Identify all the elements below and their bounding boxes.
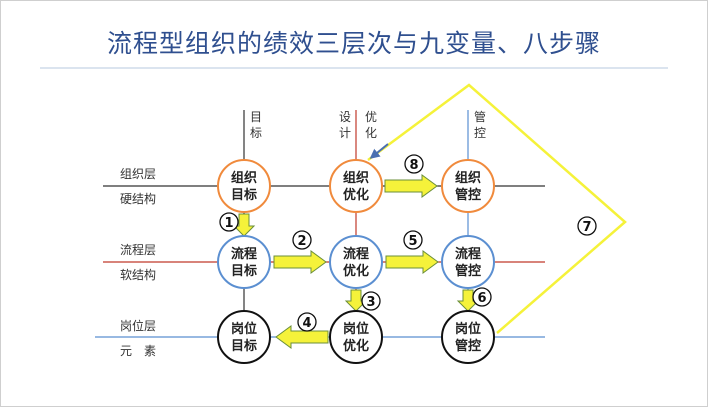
row-org-sublabel: 硬结构 [120,191,156,206]
node-job-control-line2: 管控 [455,338,481,354]
step-7-number: 7 [582,220,591,235]
step-8-arrow [384,174,438,198]
node-process-target [217,235,271,289]
node-job-optimize [329,310,383,364]
row-org-label: 组织层 [120,167,156,181]
node-process-control [441,235,495,289]
node-org-optimize-line2: 优化 [343,187,369,203]
node-job-target-line1: 岗位 [231,321,257,337]
node-process-optimize-line1: 流程 [343,246,369,262]
column-optimize-char-1: 优 [365,110,377,124]
step-5-number: 5 [408,234,417,249]
column-design-char-2: 计 [339,126,351,140]
step-3-number: 3 [366,295,375,310]
node-org-target [217,159,271,213]
step-5-arrow [385,250,439,274]
column-target-char-2: 标 [250,126,262,140]
row-process-label: 流程层 [120,242,156,257]
step-5-badge: 5 [403,230,423,250]
step-1-badge: 1 [219,212,239,232]
node-job-target [217,310,271,364]
column-design-char-1: 设 [339,110,351,124]
node-process-optimize [329,235,383,289]
column-control-char-1: 管 [474,109,486,124]
node-process-optimize-line2: 优化 [343,263,369,279]
row-job-label: 岗位层 [120,318,156,333]
node-job-control [441,310,495,364]
node-job-control-line1: 岗位 [455,321,481,337]
step-4-arrow [275,325,329,349]
step-6-badge: 6 [472,287,492,307]
step-2-number: 2 [297,234,306,249]
node-job-optimize-line2: 优化 [343,338,369,354]
node-job-target-line2: 目标 [231,338,257,354]
step-2-arrow [273,250,327,274]
step-8-badge: 8 [404,154,424,174]
step-1-arrow [232,213,256,237]
step-7-loop-line [367,83,627,334]
step-3-badge: 3 [361,291,381,311]
step-6-number: 6 [477,291,486,306]
title-divider [40,67,668,69]
node-org-target-line1: 组织 [231,170,257,186]
node-org-optimize [329,159,383,213]
row-job-sublabel: 元 素 [120,344,156,358]
step-1-number: 1 [224,216,233,231]
slide-title: 流程型组织的绩效三层次与九变量、八步骤 [106,29,601,58]
step-4-badge: 4 [297,312,317,332]
node-process-control-line2: 管控 [455,263,481,279]
step-2-badge: 2 [292,230,312,250]
step-7-badge: 7 [577,216,597,236]
step-4-number: 4 [302,316,311,331]
node-process-target-line2: 目标 [231,263,257,279]
column-target-char-1: 目 [250,110,262,124]
node-org-control-line1: 组织 [455,170,481,186]
node-process-control-line1: 流程 [455,246,481,262]
node-job-optimize-line1: 岗位 [343,321,369,337]
column-optimize-char-2: 化 [365,126,377,140]
node-org-target-line2: 目标 [231,187,257,203]
node-org-control [441,159,495,213]
row-process-sublabel: 软结构 [120,267,156,282]
node-process-target-line1: 流程 [231,246,257,262]
step-7-arrowhead [369,143,389,159]
step-8-number: 8 [409,158,418,173]
column-control-char-2: 控 [474,126,486,140]
node-org-optimize-line1: 组织 [343,170,369,186]
node-org-control-line2: 管控 [455,187,481,203]
step-3-arrow [344,289,368,312]
